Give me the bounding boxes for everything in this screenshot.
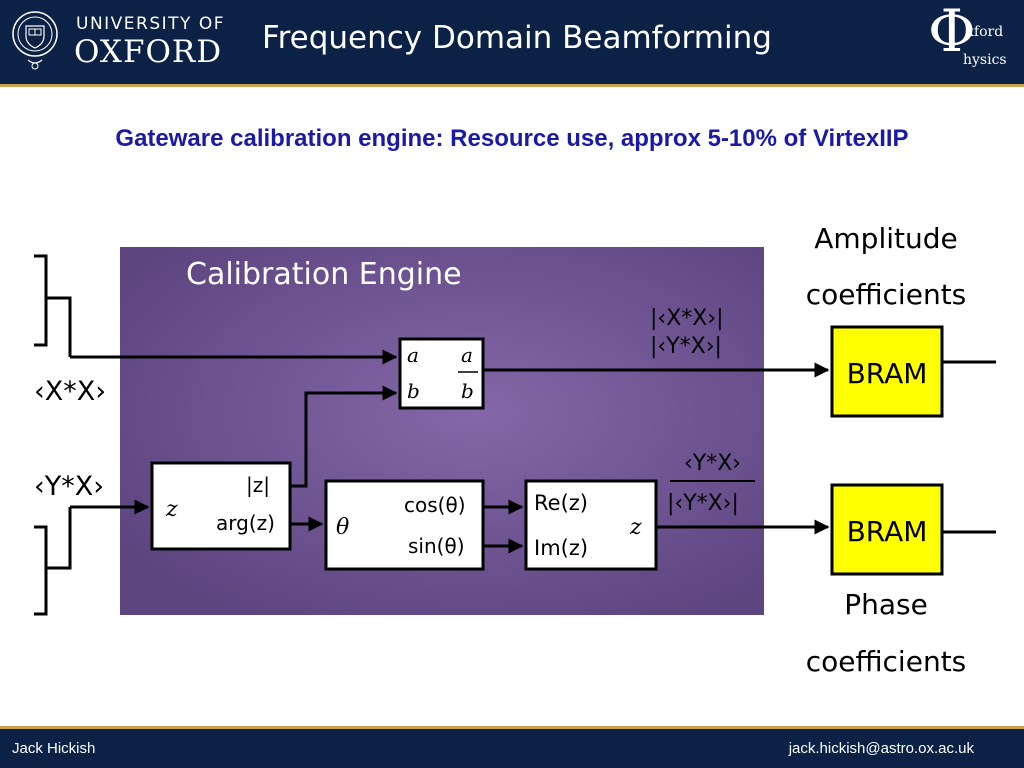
trig-output-sin: sin(θ) — [408, 534, 465, 558]
amplitude-label-line2: coefficients — [806, 278, 967, 311]
polar-input-z: z — [165, 497, 178, 522]
oxford-physics-logo: Φ xford hysics — [926, 2, 1022, 74]
trig-output-cos: cos(θ) — [404, 493, 466, 517]
divider-input-b: b — [407, 379, 420, 403]
physics-logo-word-1: xford — [966, 24, 1004, 40]
footer-gold-rule — [0, 726, 1024, 729]
cart-to-polar-block — [150, 461, 292, 551]
complex-input-re: Re(z) — [534, 491, 588, 515]
slide-subtitle: Gateware calibration engine: Resource us… — [115, 125, 909, 152]
bram-amplitude — [830, 325, 944, 418]
bram-amplitude-label: BRAM — [847, 357, 928, 390]
polar-output-arg: arg(z) — [216, 511, 275, 535]
input-label-xx: ‹X*X› — [34, 376, 106, 407]
trig-input-theta: θ — [336, 515, 349, 540]
university-of-text: UNIVERSITY OF — [76, 14, 225, 34]
amplitude-label-line1: Amplitude — [814, 222, 958, 255]
engine-title: Calibration Engine — [186, 257, 462, 292]
slide-title: Frequency Domain Beamforming — [262, 20, 772, 56]
divider-numerator: a — [461, 343, 473, 367]
oxford-wordmark: OXFORD — [74, 34, 223, 70]
complex-input-im: Im(z) — [534, 536, 588, 560]
input-bracket-bottom-stub — [46, 507, 72, 570]
divider-denominator: b — [461, 379, 474, 403]
phi-icon: Φ — [928, 0, 976, 65]
arrow-mag-to-divider — [290, 385, 398, 488]
header-gold-rule — [0, 84, 1024, 87]
footer-email: jack.hickish@astro.ox.ac.uk — [788, 740, 974, 757]
bram-phase — [830, 483, 944, 576]
input-bracket-top — [34, 254, 48, 347]
divider-input-a: a — [407, 343, 419, 367]
phase-formula-bottom: |‹Y*X›| — [667, 491, 739, 516]
footer-author: Jack Hickish — [12, 740, 96, 757]
input-bracket-top-stub — [46, 296, 72, 357]
bram-phase-label: BRAM — [847, 515, 928, 548]
input-label-yx: ‹Y*X› — [34, 471, 104, 502]
oxford-crest-icon — [12, 11, 58, 70]
slide-header — [0, 0, 1024, 84]
trig-block — [324, 479, 485, 571]
phase-label-line2: coefficients — [806, 645, 967, 678]
complex-output-z: z — [629, 515, 642, 540]
physics-logo-word-2: hysics — [963, 52, 1007, 68]
polar-output-mag: |z| — [246, 473, 270, 497]
slide-footer — [0, 729, 1024, 768]
phase-formula-top: ‹Y*X› — [684, 451, 741, 476]
divider-block — [398, 337, 485, 410]
complex-block — [524, 479, 658, 571]
phase-label-line1: Phase — [844, 588, 928, 621]
amp-formula-top: |‹X*X›| — [650, 306, 724, 331]
input-bracket-bottom — [34, 525, 48, 616]
amp-formula-bottom: |‹Y*X›| — [650, 334, 722, 359]
